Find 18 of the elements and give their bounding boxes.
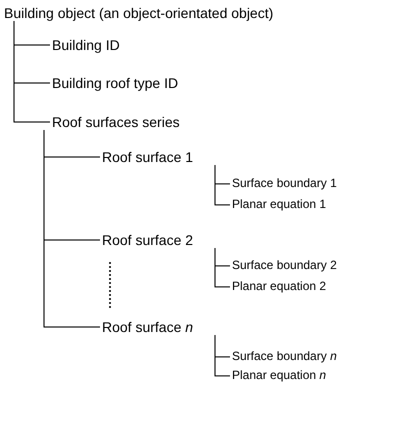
tree-item-label: Roof surface n	[102, 319, 194, 336]
tree-item-label: Planar equation 2	[232, 280, 326, 294]
tree-item-label: Building ID	[52, 37, 120, 54]
tree-item-label: Roof surface 2	[102, 232, 194, 248]
tree-item-label: Surface boundary n	[232, 350, 337, 364]
tree-item-label: Building object (an object-orientated object)	[4, 5, 274, 22]
tree-item-label: Building roof type ID	[52, 75, 178, 92]
tree-item-label: Surface boundary 1	[232, 177, 337, 191]
tree-item-label: Planar equation n	[232, 369, 326, 383]
tree-item-label: Roof surfaces series	[52, 114, 180, 130]
tree-item-label: Planar equation 1	[232, 198, 326, 212]
tree-connector	[214, 334, 230, 376]
tree-item-label: Surface boundary 2	[232, 259, 337, 273]
tree-connector	[214, 248, 230, 288]
tree-connector	[44, 130, 100, 328]
tree-connector	[214, 164, 230, 206]
tree-item-label: Roof surface 1	[102, 149, 194, 166]
tree-connector	[14, 20, 50, 123]
